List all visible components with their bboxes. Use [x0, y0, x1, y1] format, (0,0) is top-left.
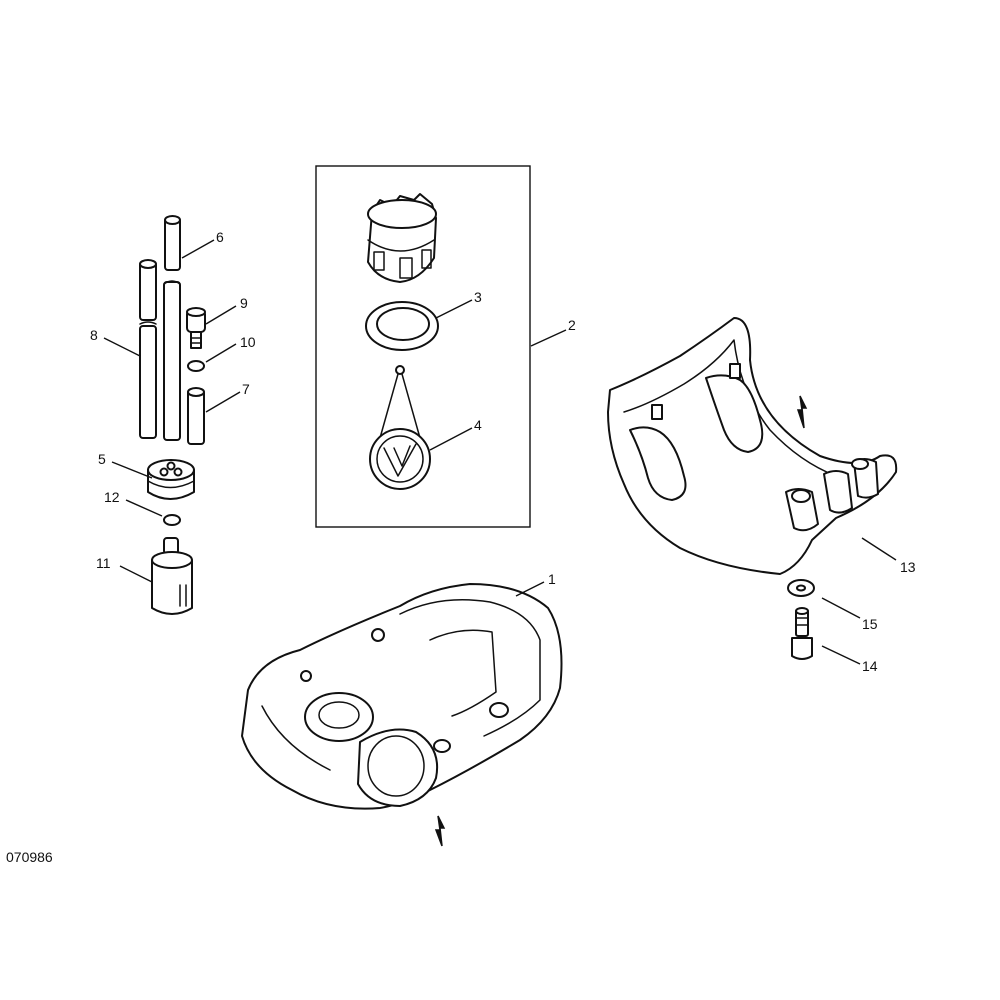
callout-7: 7 — [242, 381, 250, 397]
cap-gasket[interactable] — [365, 301, 439, 351]
washer-15[interactable] — [787, 579, 815, 597]
leader-12 — [125, 499, 163, 517]
assembly-arrow-tank — [434, 815, 446, 847]
callout-2: 2 — [568, 317, 576, 333]
grommet-5[interactable] — [147, 459, 195, 500]
leader-9 — [205, 305, 237, 325]
tank-guard[interactable] — [607, 317, 898, 575]
fuel-tank[interactable] — [241, 583, 563, 810]
callout-12: 12 — [104, 489, 120, 505]
leader-11 — [119, 565, 153, 583]
callout-3: 3 — [474, 289, 482, 305]
callout-14: 14 — [862, 658, 878, 674]
callout-9: 9 — [240, 295, 248, 311]
fuel-filter-9[interactable] — [186, 307, 206, 349]
fuel-line-6[interactable] — [164, 215, 181, 271]
leader-2 — [530, 329, 567, 347]
leader-5 — [111, 461, 153, 479]
leader-3 — [435, 299, 473, 319]
cap-retainer[interactable] — [369, 365, 431, 490]
leader-13 — [861, 537, 897, 561]
leader-10 — [205, 343, 237, 363]
assembly-arrow-guard — [796, 395, 808, 429]
leader-14 — [821, 645, 861, 665]
screw-14[interactable] — [791, 607, 813, 660]
fuel-line-7[interactable] — [187, 387, 205, 445]
callout-8: 8 — [90, 327, 98, 343]
leader-7 — [205, 391, 241, 413]
callout-11: 11 — [96, 555, 111, 571]
callout-10: 10 — [240, 334, 256, 350]
leader-6 — [181, 239, 215, 259]
leader-15 — [821, 597, 861, 619]
leader-4 — [429, 427, 473, 451]
o-ring-12[interactable] — [163, 514, 181, 526]
leader-8 — [103, 337, 141, 357]
fuel-line-8[interactable] — [139, 259, 157, 439]
callout-13: 13 — [900, 559, 916, 575]
fuel-line-middle[interactable] — [163, 280, 181, 441]
callout-6: 6 — [216, 229, 224, 245]
figure-id: 070986 — [6, 849, 53, 865]
leader-1 — [515, 581, 545, 597]
callout-15: 15 — [862, 616, 878, 632]
callout-4: 4 — [474, 417, 482, 433]
callout-1: 1 — [548, 571, 556, 587]
cap-assembly-group-box — [315, 165, 531, 528]
callout-5: 5 — [98, 451, 106, 467]
o-ring-10[interactable] — [187, 360, 205, 372]
vent-assembly-11[interactable] — [151, 537, 193, 615]
fuel-cap[interactable] — [367, 193, 437, 283]
